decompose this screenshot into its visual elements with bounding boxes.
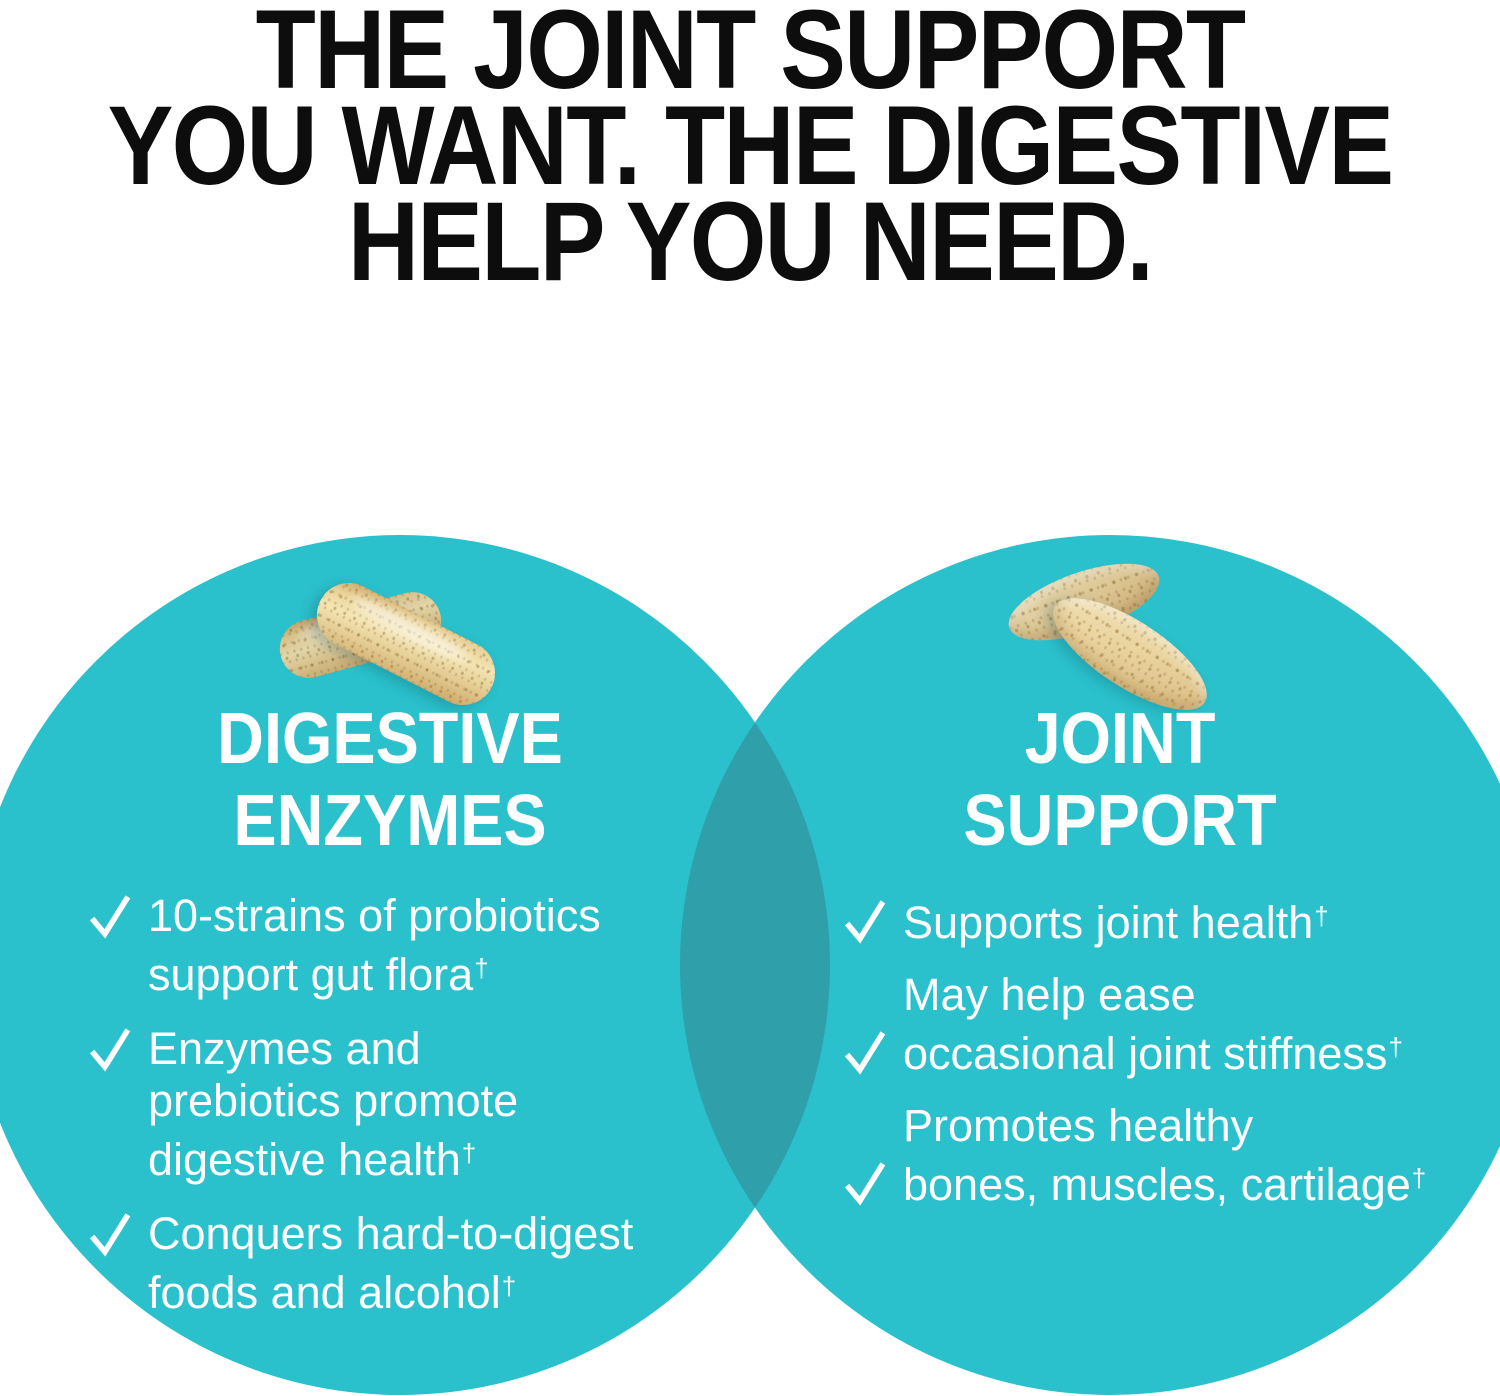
joint-benefit-list: Supports joint health† May help ease occ… bbox=[843, 890, 1483, 1231]
tablets-icon bbox=[995, 547, 1265, 731]
headline-line-1: THE JOINT SUPPORT bbox=[255, 0, 1246, 112]
joint-title-line-2: SUPPORT bbox=[963, 781, 1277, 861]
headline-line-3: HELP YOU NEED. bbox=[347, 179, 1154, 304]
check-icon bbox=[844, 900, 886, 944]
benefit-item: 10-strains of probiotics support gut flo… bbox=[88, 890, 698, 1001]
digestive-enzymes-title: DIGESTIVE ENZYMES bbox=[102, 698, 678, 862]
dagger-superscript: † bbox=[1314, 901, 1329, 931]
check-icon bbox=[844, 1031, 886, 1075]
joint-title-line-1: JOINT bbox=[1024, 699, 1216, 779]
headline: THE JOINT SUPPORT YOU WANT. THE DIGESTIV… bbox=[90, 0, 1410, 304]
headline-line-2: YOU WANT. THE DIGESTIVE bbox=[107, 83, 1395, 208]
check-icon bbox=[89, 1028, 131, 1072]
dagger-superscript: † bbox=[1411, 1163, 1427, 1193]
benefit-item: May help ease occasional joint stiffness… bbox=[843, 969, 1483, 1080]
benefit-item: Enzymes and prebiotics promote digestive… bbox=[88, 1023, 698, 1186]
check-icon bbox=[89, 895, 131, 939]
benefit-item: Promotes healthy bones, muscles, cartila… bbox=[843, 1100, 1483, 1211]
benefit-text: 10-strains of probiotics support gut flo… bbox=[148, 890, 601, 1000]
check-icon bbox=[89, 1213, 131, 1257]
dagger-superscript: † bbox=[501, 1271, 517, 1301]
benefit-text: Enzymes and prebiotics promote digestive… bbox=[148, 1023, 519, 1185]
check-icon bbox=[844, 1162, 886, 1206]
benefit-text: Conquers hard-to-digest foods and alcoho… bbox=[148, 1208, 634, 1318]
benefit-text: May help ease occasional joint stiffness… bbox=[903, 969, 1403, 1079]
dagger-superscript: † bbox=[461, 1138, 477, 1168]
digestive-title-line-2: ENZYMES bbox=[233, 781, 547, 861]
digestive-benefit-list: 10-strains of probiotics support gut flo… bbox=[88, 890, 698, 1341]
benefit-item: Supports joint health† bbox=[843, 890, 1483, 949]
benefit-item: Conquers hard-to-digest foods and alcoho… bbox=[88, 1208, 698, 1319]
dagger-superscript: † bbox=[474, 953, 489, 983]
benefit-text: Supports joint health† bbox=[903, 897, 1329, 948]
digestive-title-line-1: DIGESTIVE bbox=[217, 699, 563, 779]
benefit-text: Promotes healthy bones, muscles, cartila… bbox=[903, 1100, 1427, 1210]
joint-support-title: JOINT SUPPORT bbox=[841, 698, 1399, 862]
dagger-superscript: † bbox=[1388, 1032, 1403, 1062]
